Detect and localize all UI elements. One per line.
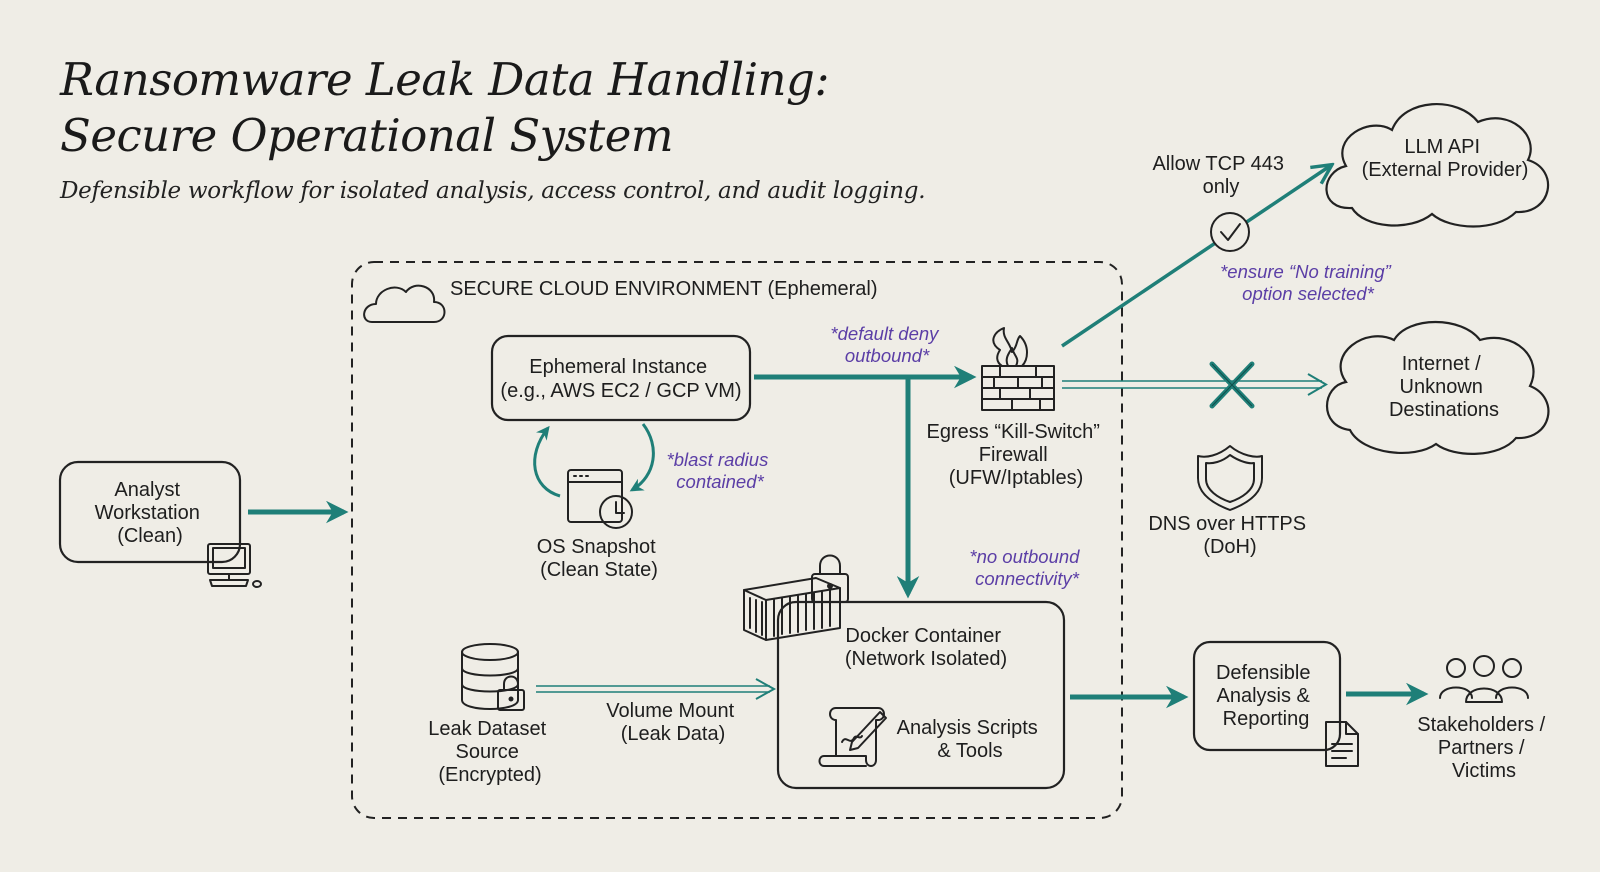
stakeholders-label: Stakeholders / Partners / Victims <box>1417 714 1550 782</box>
stakeholders: Stakeholders / Partners / Victims <box>1417 655 1550 782</box>
arrow-instance-to-snapshot <box>629 423 655 492</box>
padlock-icon <box>811 554 849 603</box>
analysis-reporting: Defensible Analysis & Reporting <box>1192 640 1359 767</box>
ephemeral-instance: Ephemeral Instance (e.g., AWS EC2 / GCP … <box>490 334 752 422</box>
document-icon <box>1325 721 1359 767</box>
firewall-label: Egress “Kill-Switch” Firewall (UFW/Iptab… <box>927 421 1106 489</box>
arrow-dataset-to-container <box>536 678 777 700</box>
secure-cloud-environment: SECURE CLOUD ENVIRONMENT (Ephemeral) <box>351 261 1123 819</box>
instance-label: Ephemeral Instance (e.g., AWS EC2 / GCP … <box>500 356 741 402</box>
cross-icon <box>1209 361 1255 409</box>
padlock-icon <box>497 675 525 711</box>
arrow-firewall-to-internet <box>1062 373 1328 396</box>
shipping-container-icon <box>743 577 841 641</box>
database-icon <box>461 643 519 710</box>
shield-icon <box>1197 445 1263 511</box>
note-no-training: *ensure “No training” option selected* <box>1220 261 1396 304</box>
analyst-workstation: Analyst Workstation (Clean) <box>58 460 262 588</box>
internet-cloud: Internet / Unknown Destinations <box>1325 321 1550 455</box>
snapshot-label: OS Snapshot (Clean State) <box>537 536 662 581</box>
docker-container: Docker Container (Network Isolated) Anal… <box>743 554 1066 790</box>
snapshot-clock-icon <box>567 469 633 529</box>
people-icon <box>1439 655 1529 703</box>
egress-firewall: Egress “Kill-Switch” Firewall (UFW/Iptab… <box>927 327 1106 489</box>
container-label: Docker Container (Network Isolated) <box>845 625 1007 670</box>
check-icon <box>1210 212 1250 252</box>
doh-label: DNS over HTTPS (DoH) <box>1148 513 1311 558</box>
llm-label: LLM API (External Provider) <box>1362 136 1529 181</box>
llm-api-cloud: LLM API (External Provider) <box>1325 103 1550 228</box>
title-line-2: Secure Operational System <box>60 109 674 162</box>
computer-icon <box>207 543 262 588</box>
os-snapshot: OS Snapshot (Clean State) <box>537 469 662 581</box>
dns-over-https: DNS over HTTPS (DoH) <box>1148 445 1311 558</box>
reporting-label: Defensible Analysis & Reporting <box>1216 662 1316 730</box>
note-no-outbound: *no outbound connectivity* <box>969 546 1084 589</box>
note-default-deny: *default deny outbound* <box>830 323 943 366</box>
edge-volume-label: Volume Mount (Leak Data) <box>606 700 739 745</box>
scripts-label: Analysis Scripts & Tools <box>897 717 1044 762</box>
dataset-label: Leak Dataset Source (Encrypted) <box>428 718 551 786</box>
internet-label: Internet / Unknown Destinations <box>1389 353 1499 421</box>
script-scroll-icon <box>818 707 887 767</box>
analyst-label: Analyst Workstation (Clean) <box>95 479 206 547</box>
environment-label: SECURE CLOUD ENVIRONMENT (Ephemeral) <box>450 278 878 300</box>
note-blast-radius: *blast radius contained* <box>667 449 774 492</box>
page-subtitle: Defensible workflow for isolated analysi… <box>60 178 926 204</box>
arrow-firewall-to-llm <box>1061 166 1330 348</box>
arrow-snapshot-to-instance <box>533 425 561 498</box>
page-title: Ransomware Leak Data Handling: Secure Op… <box>60 52 830 164</box>
cloud-icon <box>363 284 446 323</box>
edge-allow-label: Allow TCP 443 only <box>1152 153 1289 198</box>
firewall-icon <box>981 327 1055 411</box>
leak-dataset: Leak Dataset Source (Encrypted) <box>428 643 551 786</box>
title-line-1: Ransomware Leak Data Handling: <box>60 53 830 106</box>
